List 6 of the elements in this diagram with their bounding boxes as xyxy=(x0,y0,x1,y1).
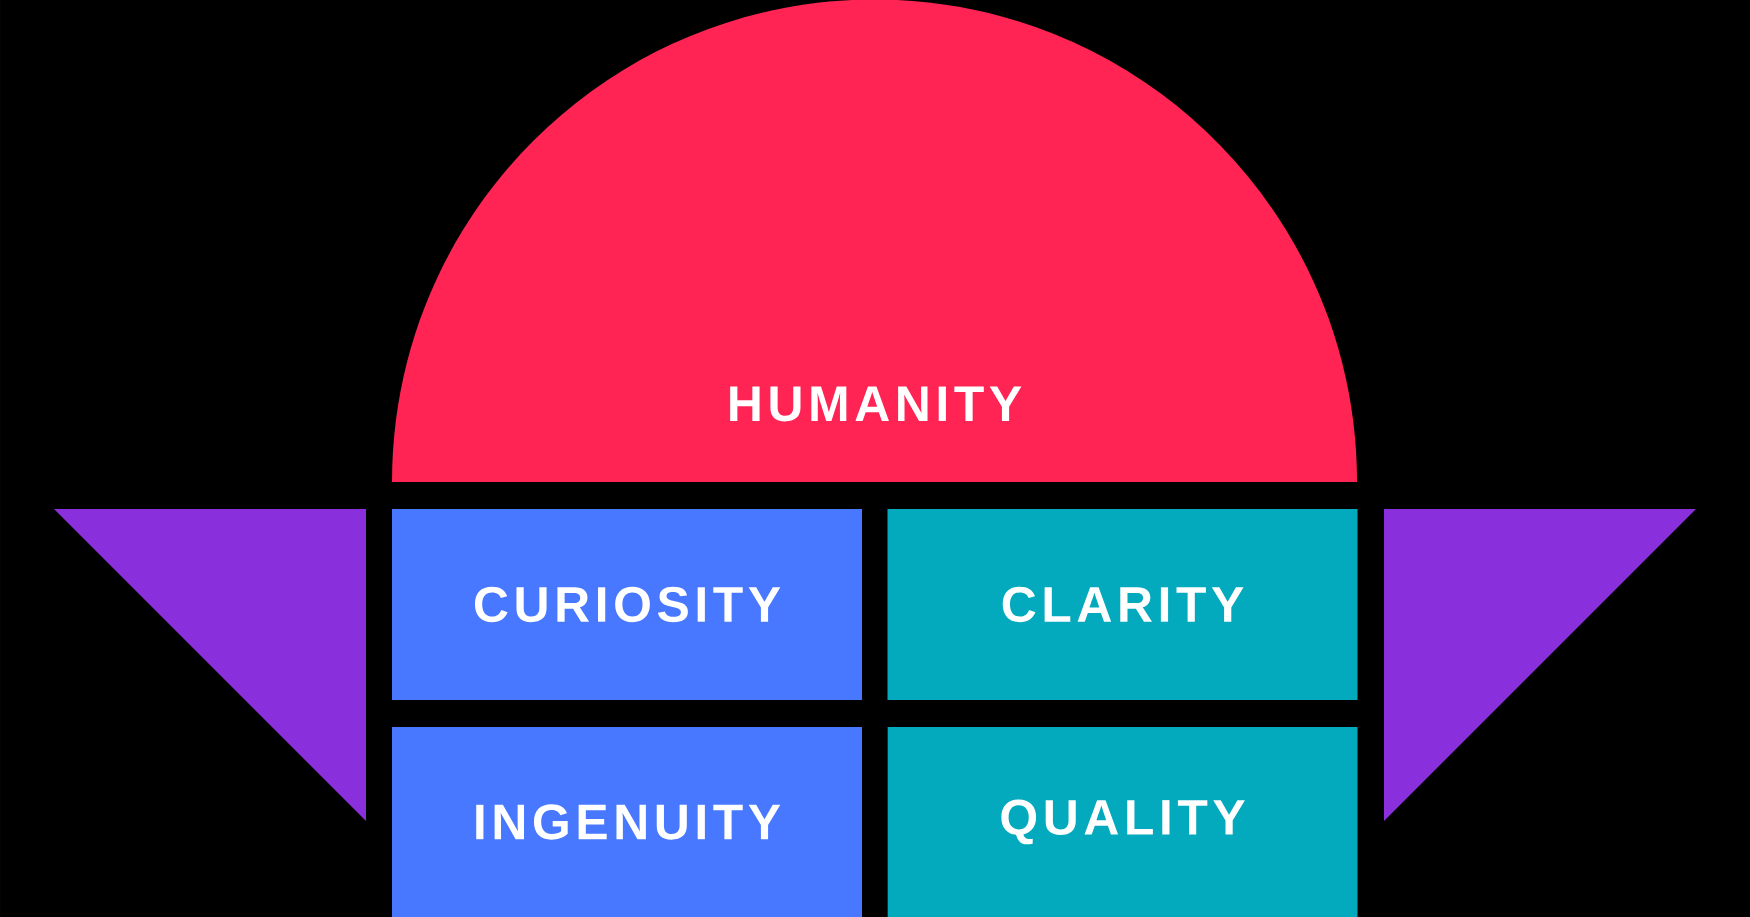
wing-triangle xyxy=(54,509,366,821)
value-box: QUALITY xyxy=(887,727,1358,917)
value-box: CLARITY xyxy=(887,509,1358,700)
value-box: INGENUITY xyxy=(392,727,862,917)
value-box: CURIOSITY xyxy=(392,509,862,700)
wing-triangle xyxy=(1384,509,1696,821)
